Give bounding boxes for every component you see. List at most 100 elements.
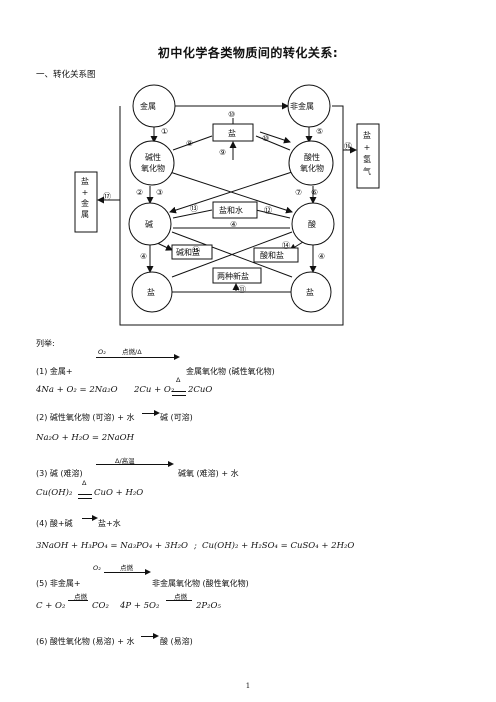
ex4-eq-b: Cu(OH)₂ + H₂SO₄ = CuSO₄ + 2H₂O — [202, 541, 355, 551]
arrow-13 — [172, 209, 213, 219]
ex5-eq-b-line — [166, 600, 192, 601]
ex2-arrow-line — [142, 413, 156, 414]
ex3-eq-right: CuO + H₂O — [94, 488, 144, 498]
num-7: ⑦ — [295, 188, 303, 197]
ex1-arrow-line — [96, 357, 178, 358]
label-nonmetal: 非金属 — [290, 102, 314, 111]
num-15: ⑮ — [192, 246, 200, 255]
ex3-arrow-head — [168, 461, 174, 467]
ex3-after: 碱氧 (难溶) + 水 — [178, 469, 239, 478]
box-two-new-salts — [212, 267, 262, 284]
ex5-arrow-head — [145, 569, 151, 575]
num-10-top: ⑩ — [228, 110, 236, 119]
label-box-base-salt: 碱和盐 — [176, 248, 200, 257]
num-1: ① — [161, 127, 169, 136]
num-17: ⑰ — [103, 192, 111, 201]
node-metal — [132, 84, 176, 128]
arrow-10-right — [259, 131, 291, 144]
section-heading: 一、转化关系图 — [36, 70, 96, 80]
ex2-after: 碱 (可溶) — [160, 413, 193, 422]
ex4-eq-a: 3NaOH + H₃PO₄ = Na₃PO₄ + 3H₂O — [36, 541, 188, 551]
num-4-left: ④ — [140, 252, 148, 261]
label-box-two-new-salts: 两种新盐 — [217, 272, 249, 281]
ex1-eq-b-equals — [172, 391, 186, 396]
num-12: ⑫ — [264, 206, 272, 215]
ex5-arrow-reagent: O₂ — [93, 564, 101, 572]
ex1-arrow-reagent: O₂ — [98, 348, 106, 356]
ex6-arrow-line — [141, 636, 155, 637]
page-title: 初中化学各类物质间的转化关系: — [157, 46, 339, 60]
ex5-eq-a-line — [68, 600, 88, 601]
num-4-mid: ④ — [230, 220, 238, 229]
node-nonmetal — [287, 84, 331, 128]
ex5-line: (5) 非金属+ — [36, 579, 81, 588]
num-6: ⑥ — [311, 188, 319, 197]
label-salt-left: 盐 — [147, 288, 155, 297]
ex4-line: (4) 酸+碱 — [36, 519, 73, 528]
ex5-eq-a-cond: 点燃 — [74, 593, 87, 601]
node-salt-left — [131, 271, 173, 313]
label-basic-oxide: 碱性 氧化物 — [141, 153, 165, 173]
ex4-arrow-line — [82, 518, 94, 519]
box-acid-salt — [253, 247, 299, 263]
box-salt-water — [212, 201, 258, 219]
box-salt-top — [212, 123, 254, 142]
ex5-eq-a-right: CO₂ — [92, 601, 109, 611]
ex5-arrow-condition: 点燃 — [120, 564, 133, 572]
ex1-eq-b-cond: Δ — [176, 376, 181, 384]
num-8-left: ⑧ — [186, 139, 194, 148]
box-base-salt — [171, 244, 213, 260]
node-acid — [291, 202, 335, 246]
ex2-eq: Na₂O + H₂O = 2NaOH — [36, 433, 135, 443]
ex1-eq-a: 4Na + O₂ = 2Na₂O — [36, 385, 118, 395]
ex5-eq-a-left: C + O₂ — [36, 601, 66, 611]
ex5-eq-b-cond: 点燃 — [174, 593, 187, 601]
num-2: ② — [136, 188, 144, 197]
num-5: ⑤ — [316, 127, 324, 136]
node-acidic-oxide — [288, 140, 334, 186]
label-metal: 金属 — [140, 102, 156, 111]
arrow-12 — [255, 209, 291, 219]
ex1-after: 金属氧化物 (碱性氧化物) — [186, 367, 275, 376]
num-16: ⑯ — [344, 142, 352, 151]
ex2-arrow-head — [154, 410, 160, 416]
label-box-salt-hydrogen: 盐 + 氢 气 — [363, 131, 371, 176]
ex1-eq-b-left: 2Cu + O₂ — [134, 385, 175, 395]
ex6-arrow-head — [153, 633, 159, 639]
node-basic-oxide — [129, 140, 175, 186]
ex5-eq-b-right: 2P₂O₅ — [196, 601, 221, 611]
node-salt-right — [290, 271, 332, 313]
label-box-salt-water: 盐和水 — [219, 206, 243, 215]
arrow-8-left — [172, 135, 213, 151]
ex3-eq-cond: Δ — [82, 479, 87, 487]
ex1-arrow-head — [174, 354, 180, 360]
ex1-eq-b-right: 2CuO — [188, 385, 213, 395]
ex1-line: (1) 金属+ — [36, 367, 73, 376]
label-base: 碱 — [145, 220, 153, 229]
ex4-eq-sep: ; — [194, 541, 197, 551]
cross-line-2 — [169, 171, 293, 214]
arrow-8-right — [255, 135, 291, 151]
conversion-diagram — [74, 84, 380, 326]
cross-line-4 — [171, 231, 293, 278]
outer-loop-line — [119, 105, 344, 326]
examples-label: 列举: — [36, 339, 55, 348]
box-salt-hydrogen — [356, 123, 380, 189]
ex3-eq-equals — [78, 494, 92, 499]
ex5-after: 非金属氧化物 (酸性氧化物) — [152, 579, 249, 588]
label-acidic-oxide: 酸性 氧化物 — [300, 153, 324, 173]
label-box-acid-salt: 酸和盐 — [260, 251, 284, 260]
ex2-line: (2) 碱性氧化物 (可溶) + 水 — [36, 413, 135, 422]
num-3: ③ — [156, 188, 164, 197]
label-box-salt-metal: 盐 + 金 属 — [81, 177, 89, 219]
num-11: ⑪ — [238, 285, 246, 294]
ex4-arrow-head — [92, 515, 98, 521]
box-salt-metal — [74, 171, 98, 233]
ex3-line: (3) 碱 (难溶) — [36, 469, 83, 478]
ex1-arrow-condition: 点燃/Δ — [122, 348, 142, 356]
ex4-after: 盐+水 — [98, 519, 121, 528]
ex3-arrow-line — [96, 464, 172, 465]
label-salt-right: 盐 — [306, 288, 314, 297]
node-base — [128, 202, 172, 246]
num-10-right: ⑩ — [262, 134, 270, 143]
